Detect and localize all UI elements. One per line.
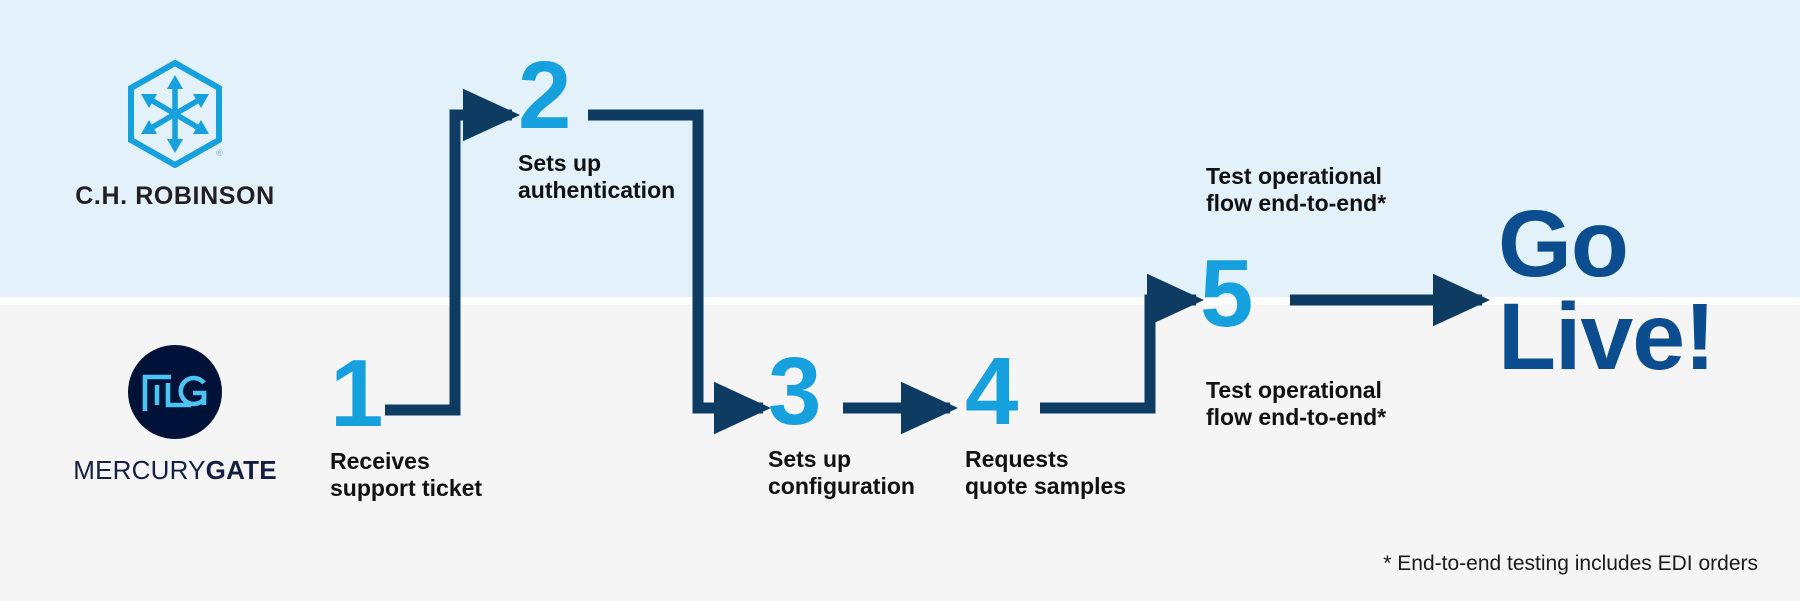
lane-band-mercurygate bbox=[0, 305, 1800, 601]
go-live-label: Go Live! bbox=[1498, 191, 1716, 391]
hexagon-arrows-icon: ® bbox=[128, 60, 223, 168]
logo-mercurygate: MERCURYGATE bbox=[55, 345, 295, 486]
note-test-flow-chrobinson: Test operational flow end-to-end* bbox=[1206, 163, 1387, 217]
step-1-number: 1 bbox=[330, 340, 383, 447]
step-3-number: 3 bbox=[768, 338, 821, 445]
step-2[interactable]: 2 Sets up authentication bbox=[518, 42, 676, 204]
mercurygate-wordmark: MERCURYGATE bbox=[55, 455, 295, 486]
step-5[interactable]: 5 bbox=[1200, 240, 1253, 347]
footnote: * End-to-end testing includes EDI orders bbox=[1383, 552, 1758, 575]
step-1[interactable]: 1 Receives support ticket bbox=[330, 340, 483, 502]
chrobinson-wordmark: C.H. ROBINSON bbox=[75, 182, 275, 210]
lane-divider bbox=[0, 297, 1800, 305]
mg-monogram-icon bbox=[142, 374, 207, 411]
step-3-label: Sets up configuration bbox=[768, 445, 915, 499]
step-3[interactable]: 3 Sets up configuration bbox=[768, 338, 915, 500]
step-1-label: Receives support ticket bbox=[330, 447, 483, 501]
step-4-number: 4 bbox=[965, 338, 1018, 445]
step-4-label: Requests quote samples bbox=[965, 445, 1127, 499]
step-4[interactable]: 4 Requests quote samples bbox=[965, 338, 1127, 500]
lane-band-chrobinson bbox=[0, 0, 1800, 297]
mercurygate-badge bbox=[128, 345, 222, 439]
svg-text:®: ® bbox=[215, 149, 223, 159]
note-test-flow-mercurygate: Test operational flow end-to-end* bbox=[1206, 377, 1387, 431]
step-2-number: 2 bbox=[518, 42, 571, 149]
logo-chrobinson: ® C.H. ROBINSON bbox=[60, 60, 290, 211]
step-2-label: Sets up authentication bbox=[518, 149, 676, 203]
mercurygate-wordmark-bold: GATE bbox=[205, 455, 277, 485]
step-5-number: 5 bbox=[1200, 240, 1253, 347]
mercurygate-wordmark-light: MERCURY bbox=[73, 455, 206, 485]
